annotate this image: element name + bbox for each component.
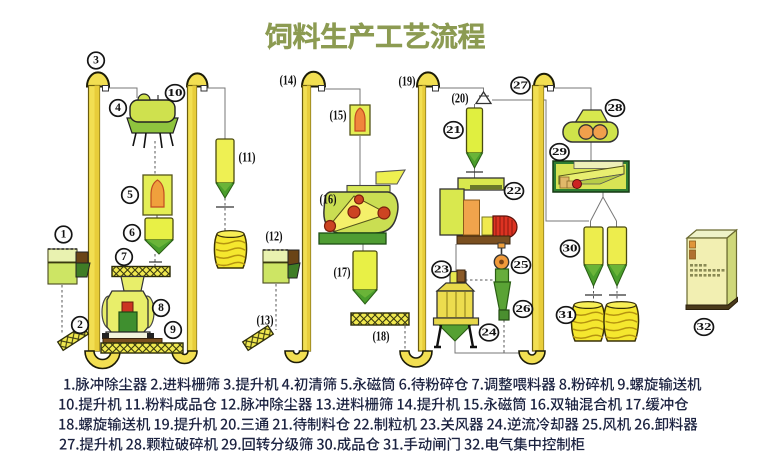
svg-text:10: 10 <box>168 88 183 99</box>
svg-text:1: 1 <box>61 229 67 241</box>
svg-text:7: 7 <box>121 251 127 263</box>
svg-text:(16): (16) <box>320 192 337 207</box>
svg-text:3: 3 <box>93 55 99 67</box>
svg-text:23: 23 <box>434 264 449 275</box>
svg-text:(11): (11) <box>239 150 256 165</box>
svg-text:4: 4 <box>115 102 121 114</box>
svg-text:18.螺旋输送机 19.提升机 20.三通 21.待制料仓: 18.螺旋输送机 19.提升机 20.三通 21.待制料仓 22.制粒机 23.… <box>58 414 698 435</box>
svg-text:32: 32 <box>697 322 712 333</box>
svg-text:5: 5 <box>127 189 133 201</box>
svg-text:(17): (17) <box>334 265 351 280</box>
svg-text:(18): (18) <box>373 329 390 344</box>
svg-text:(15): (15) <box>330 108 347 123</box>
svg-text:1.脉冲除尘器 2.进料栅筛 3.提升机 4.初清筛 5.永: 1.脉冲除尘器 2.进料栅筛 3.提升机 4.初清筛 5.永磁筒 6.待粉碎仓 … <box>63 374 702 395</box>
svg-text:饲料生产工艺流程: 饲料生产工艺流程 <box>265 16 486 56</box>
svg-text:(19): (19) <box>399 74 416 89</box>
svg-text:(13): (13) <box>257 313 274 328</box>
svg-text:30: 30 <box>563 243 578 254</box>
svg-text:8: 8 <box>158 302 164 314</box>
svg-text:28: 28 <box>608 103 623 114</box>
svg-text:6: 6 <box>129 227 135 239</box>
svg-text:25: 25 <box>514 260 529 271</box>
svg-text:2: 2 <box>77 319 83 331</box>
svg-text:10.提升机 11.粉料成品仓 12.脉冲除尘器 13.进料: 10.提升机 11.粉料成品仓 12.脉冲除尘器 13.进料栅筛 14.提升机 … <box>58 394 689 415</box>
svg-text:27.提升机 28.颗粒破碎机 29.回转分级筛 30.成品: 27.提升机 28.颗粒破碎机 29.回转分级筛 30.成品仓 31.手动闸门 … <box>59 434 585 455</box>
svg-text:24: 24 <box>482 327 497 338</box>
svg-text:(14): (14) <box>280 73 297 88</box>
svg-text:22: 22 <box>507 186 522 197</box>
svg-text:(20): (20) <box>452 91 469 106</box>
svg-text:(12): (12) <box>266 229 283 244</box>
svg-text:26: 26 <box>516 304 531 315</box>
svg-text:21: 21 <box>446 125 461 136</box>
svg-text:27: 27 <box>513 80 528 91</box>
svg-text:9: 9 <box>170 324 176 336</box>
svg-text:29: 29 <box>552 147 567 158</box>
svg-text:31: 31 <box>559 310 574 321</box>
